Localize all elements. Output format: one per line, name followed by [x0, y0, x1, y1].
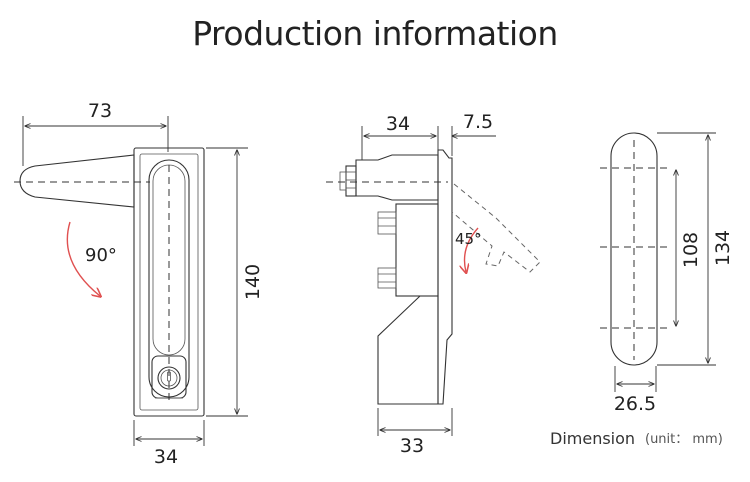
- side-housing: [377, 203, 439, 297]
- dim-label-34-side: 34: [386, 113, 410, 135]
- dim-label-134: 134: [712, 230, 734, 266]
- dimension-73: 73: [22, 100, 169, 166]
- side-rotated-lever-dashed: [451, 183, 541, 273]
- dim-label-33: 33: [400, 435, 424, 457]
- front-base-plate: [133, 147, 205, 417]
- rotation-label-45: 45°: [455, 230, 482, 248]
- back-plate-outline: [610, 132, 658, 366]
- rotation-label-90: 90°: [85, 245, 117, 266]
- dimension-7-5: 7.5: [452, 111, 496, 156]
- dimension-140: 140: [206, 147, 264, 417]
- dimension-108: 108: [676, 170, 702, 326]
- front-lever-arm: [19, 154, 135, 208]
- dim-label-34-front: 34: [154, 446, 178, 468]
- side-lower-body: [377, 295, 439, 405]
- page-title: Production information: [192, 14, 558, 53]
- caption-unit: (unit： mm): [645, 432, 723, 447]
- side-view: 34 7.5 45° 33: [326, 111, 541, 457]
- dim-label-26-5: 26.5: [614, 393, 656, 415]
- side-front-plate: [437, 149, 453, 405]
- dimension-26-5: 26.5: [614, 366, 657, 415]
- side-shaft-head: [339, 154, 439, 201]
- dimension-134: 134: [657, 132, 734, 366]
- rotation-arrow-45: 45°: [455, 227, 482, 272]
- dimension-33: 33: [377, 408, 453, 457]
- dim-label-140: 140: [242, 264, 264, 300]
- dimension-34-side: 34: [361, 113, 439, 160]
- front-view: 73 90° 140 34: [14, 100, 264, 468]
- dim-label-73: 73: [88, 100, 112, 122]
- dim-label-7-5: 7.5: [463, 111, 493, 133]
- back-view: 108 134 26.5: [600, 132, 734, 415]
- dimension-34-front: 34: [133, 420, 205, 468]
- caption-text: Dimension: [550, 429, 635, 448]
- dimension-caption: Dimension (unit： mm): [550, 429, 723, 448]
- rotation-arrow-90: 90°: [66, 221, 117, 296]
- dim-label-108: 108: [680, 232, 702, 268]
